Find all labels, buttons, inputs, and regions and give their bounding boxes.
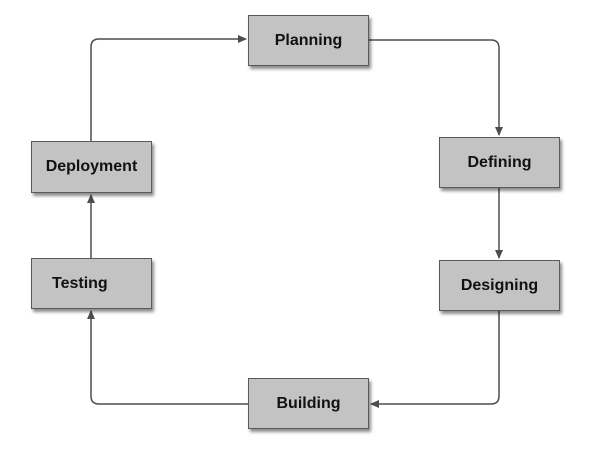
stage-deployment-label: Deployment: [45, 158, 138, 175]
stage-defining: Defining: [439, 137, 560, 188]
stage-planning: Planning: [248, 15, 369, 66]
arrow-designing-to-building: [370, 311, 500, 408]
arrow-building-to-testing: [87, 310, 248, 405]
stage-building-label: Building: [276, 394, 341, 412]
stage-designing: Designing: [439, 260, 560, 311]
stage-building: Building: [248, 378, 369, 429]
stage-designing-label: Designing: [460, 276, 539, 294]
stage-testing-label: Testing: [52, 274, 108, 292]
stage-defining-label: Defining: [467, 153, 532, 171]
stage-testing: Testing: [31, 258, 152, 309]
stage-planning-label: Planning: [274, 31, 343, 49]
arrow-planning-to-defining: [369, 39, 503, 136]
stage-deployment: Deployment: [31, 141, 152, 193]
arrow-deployment-to-planning: [90, 35, 247, 141]
